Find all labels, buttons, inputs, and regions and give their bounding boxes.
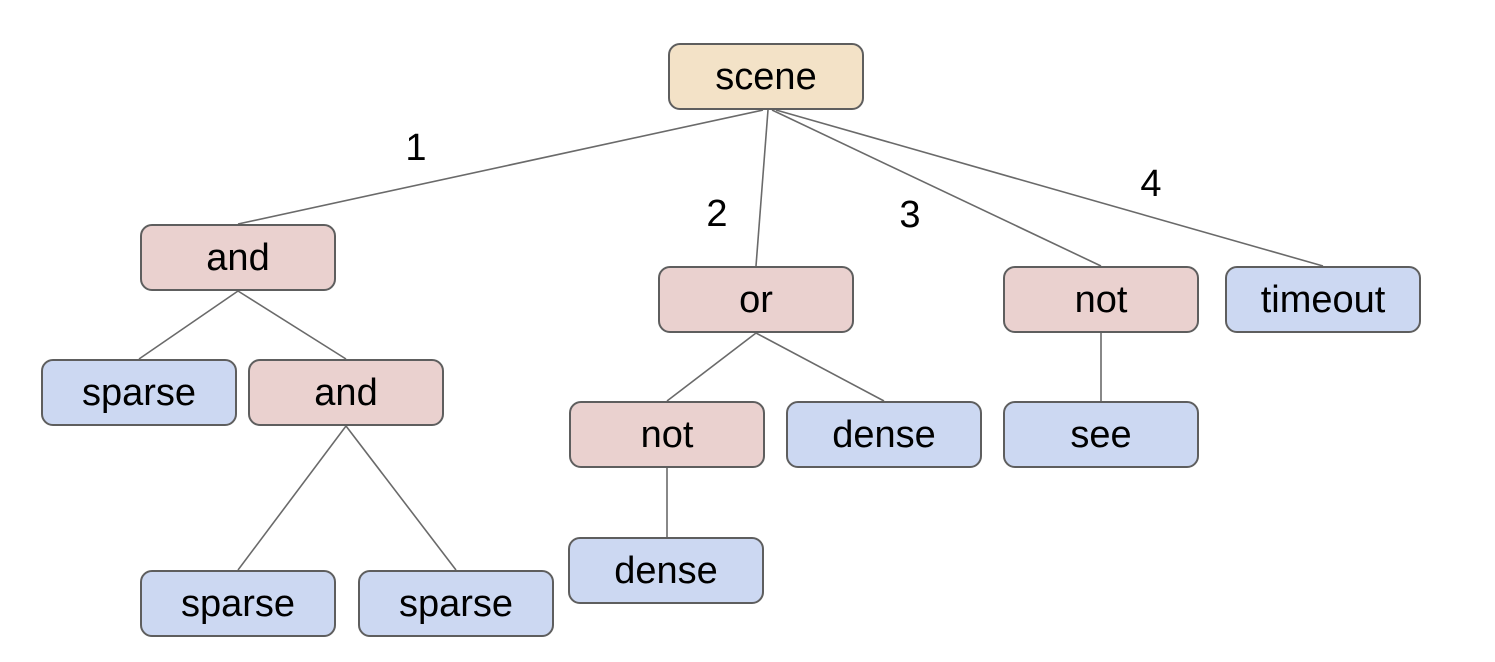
node-timeout: timeout xyxy=(1225,266,1421,333)
node-dense-2: dense xyxy=(568,537,764,604)
edge-scene-and xyxy=(237,109,764,225)
node-sparse-1-label: sparse xyxy=(81,371,197,414)
edge-label-3: 3 xyxy=(899,194,921,236)
edge-scene-not xyxy=(771,109,1102,267)
node-sparse-3: sparse xyxy=(358,570,554,637)
node-or-1-label: or xyxy=(739,278,773,321)
node-not-2-label: not xyxy=(640,413,694,456)
node-and-1-label: and xyxy=(206,236,270,279)
node-dense-1: dense xyxy=(786,401,982,468)
edge-scene-timeout xyxy=(775,109,1324,267)
node-sparse-2-label: sparse xyxy=(180,582,296,625)
node-scene: scene xyxy=(668,43,864,110)
edge-label-1: 1 xyxy=(405,127,427,169)
node-dense-1-label: dense xyxy=(832,413,936,456)
edge-or-not xyxy=(666,332,757,402)
edge-scene-or xyxy=(755,109,769,267)
node-sparse-2: sparse xyxy=(140,570,336,637)
edge-and2-sparse xyxy=(237,425,347,571)
edge-and-and xyxy=(237,290,347,360)
node-not-1-label: not xyxy=(1074,278,1128,321)
edge-label-2: 2 xyxy=(706,193,728,235)
node-sparse-1: sparse xyxy=(41,359,237,426)
node-timeout-label: timeout xyxy=(1260,278,1386,321)
node-see-label: see xyxy=(1070,413,1132,456)
node-not-2: not xyxy=(569,401,765,468)
node-see: see xyxy=(1003,401,1199,468)
node-and-2-label: and xyxy=(314,371,378,414)
edge-and-sparse xyxy=(138,290,239,360)
node-scene-label: scene xyxy=(715,55,817,98)
edge-label-4: 4 xyxy=(1140,163,1162,205)
node-not-1: not xyxy=(1003,266,1199,333)
node-sparse-3-label: sparse xyxy=(398,582,514,625)
node-and-2: and xyxy=(248,359,444,426)
node-dense-2-label: dense xyxy=(614,549,718,592)
node-and-1: and xyxy=(140,224,336,291)
node-or-1: or xyxy=(658,266,854,333)
edge-or-dense xyxy=(755,332,885,402)
edge-and2-sparse2 xyxy=(345,425,457,571)
